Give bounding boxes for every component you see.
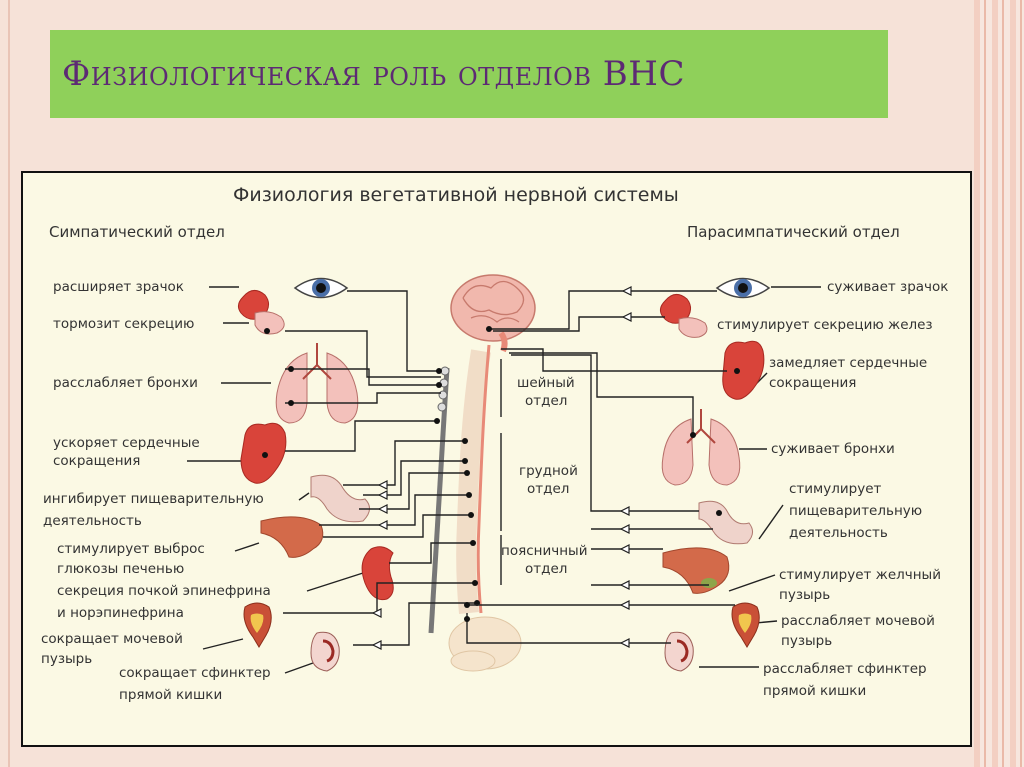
para-effect-bronchi: суживает бронхи (771, 441, 895, 457)
para-effect-heart: замедляет сердечные сокращения (769, 355, 927, 391)
svg-text:прямой кишки: прямой кишки (763, 683, 866, 699)
spine-ganglia-dots (262, 328, 480, 606)
eye-icon-right (715, 277, 771, 299)
para-effect-rectum: расслабляет сфинктер прямой кишки (763, 661, 927, 699)
slide-left-rule (8, 0, 10, 767)
svg-text:прямой кишки: прямой кишки (119, 687, 222, 703)
svg-text:деятельность: деятельность (43, 513, 142, 529)
svg-text:сокращения: сокращения (53, 453, 140, 469)
svg-text:шейный: шейный (517, 375, 575, 391)
svg-text:ускоряет сердечные: ускоряет сердечные (53, 435, 200, 451)
diagram-title: Физиология вегетативной нервной системы (233, 184, 679, 206)
slide-title: Физиологическая роль отделов ВНС (62, 54, 685, 94)
title-banner: Физиологическая роль отделов ВНС (50, 30, 888, 118)
symp-effect-liver: стимулирует выброс глюкозы печенью (57, 541, 205, 577)
eye-icon (293, 277, 349, 299)
svg-text:секреция почкой эпинефрина: секреция почкой эпинефрина (57, 583, 271, 599)
svg-text:деятельность: деятельность (789, 525, 888, 541)
symp-effect-rectum: сокращает сфинктер прямой кишки (119, 665, 271, 703)
bladder-icon-right (731, 602, 760, 648)
sympathetic-chain (428, 366, 450, 634)
liver-icon-right (662, 547, 730, 594)
symp-effect-bladder: сокращает мочевой пузырь (41, 631, 183, 667)
stomach-icon (310, 474, 370, 523)
para-effect-pupil: суживает зрачок (827, 279, 948, 295)
svg-text:грудной: грудной (519, 463, 578, 479)
svg-text:сокращает мочевой: сокращает мочевой (41, 631, 183, 647)
symp-effect-secretion: тормозит секрецию (53, 316, 194, 332)
lungs-icon (275, 343, 359, 424)
spine-icon (448, 344, 522, 672)
diagram-frame: Физиология вегетативной нервной системы … (21, 171, 972, 747)
symp-effect-kidney: секреция почкой эпинефрина и норэпинефри… (57, 583, 271, 621)
svg-text:пузырь: пузырь (781, 633, 832, 649)
svg-text:поясничный: поясничный (501, 543, 587, 559)
svg-text:отдел: отдел (525, 393, 567, 409)
svg-text:замедляет сердечные: замедляет сердечные (769, 355, 927, 371)
brain-icon (450, 274, 536, 353)
svg-text:стимулирует выброс: стимулирует выброс (57, 541, 205, 557)
svg-text:расслабляет сфинктер: расслабляет сфинктер (763, 661, 927, 677)
bladder-icon (243, 602, 272, 648)
rectum-icon-right (664, 631, 694, 672)
svg-text:и норэпинефрина: и норэпинефрина (57, 605, 184, 621)
svg-text:сокращает сфинктер: сокращает сфинктер (119, 665, 271, 681)
salivary-gland-icon-right (659, 294, 708, 338)
svg-text:пузырь: пузырь (41, 651, 92, 667)
rectum-icon (310, 631, 340, 672)
svg-text:расслабляет мочевой: расслабляет мочевой (781, 613, 935, 629)
symp-effect-bronchi: расслабляет бронхи (53, 375, 198, 391)
svg-text:сокращения: сокращения (769, 375, 856, 391)
slide-decorative-stripes (974, 0, 1024, 767)
para-arrow-markers (619, 286, 632, 648)
svg-text:пищеварительную: пищеварительную (789, 503, 922, 519)
para-effect-bladder: расслабляет мочевой пузырь (781, 613, 935, 649)
svg-text:стимулирует желчный: стимулирует желчный (779, 567, 941, 583)
heart-icon-right (722, 340, 765, 400)
para-effect-secretion: стимулирует секрецию желез (717, 317, 933, 333)
svg-text:ингибирует пищеварительную: ингибирует пищеварительную (43, 491, 264, 507)
symp-effect-heart: ускоряет сердечные сокращения (53, 435, 200, 469)
para-effect-digestion: стимулирует пищеварительную деятельность (789, 481, 922, 541)
ans-diagram: Физиология вегетативной нервной системы … (41, 184, 948, 703)
symp-arrow-markers (371, 480, 388, 650)
svg-text:отдел: отдел (525, 561, 567, 577)
svg-text:стимулирует: стимулирует (789, 481, 882, 497)
lungs-icon-right (661, 409, 741, 486)
spine-section-lumbar: поясничный отдел (501, 543, 587, 577)
para-effect-gallbladder: стимулирует желчный пузырь (779, 567, 941, 603)
symp-effect-digestion: ингибирует пищеварительную деятельность (43, 491, 264, 529)
sympathetic-header: Симпатический отдел (49, 223, 225, 241)
parasympathetic-header: Парасимпатический отдел (687, 223, 900, 241)
spine-section-cervical: шейный отдел (517, 375, 575, 409)
salivary-gland-icon (237, 290, 285, 335)
spine-section-thoracic: грудной отдел (519, 463, 578, 497)
liver-icon (260, 516, 324, 558)
svg-text:пузырь: пузырь (779, 587, 830, 603)
kidney-icon (361, 546, 394, 601)
stomach-icon-right (698, 500, 753, 545)
svg-text:глюкозы печенью: глюкозы печенью (57, 561, 184, 577)
symp-effect-pupil: расширяет зрачок (53, 279, 184, 295)
svg-text:отдел: отдел (527, 481, 569, 497)
